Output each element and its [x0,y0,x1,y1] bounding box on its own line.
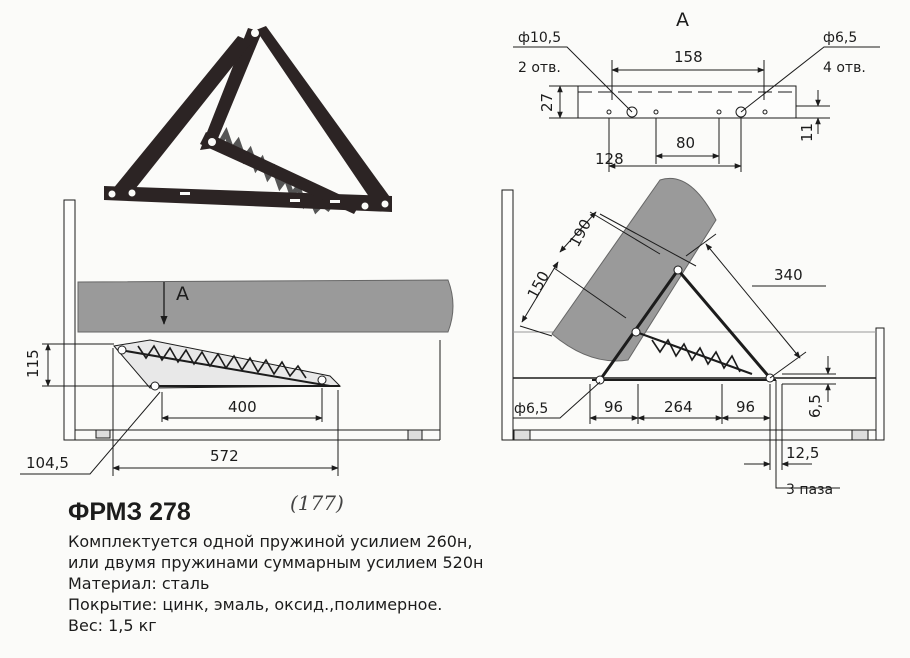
dim-128: 128 [595,150,624,168]
dim-11: 11 [798,123,816,142]
spec-line-coating: Покрытие: цинк, эмаль, оксид.,полимерное… [68,595,443,614]
mattress-raised [551,177,717,362]
spec-line-spring-double: или двумя пружинами суммарным усилием 52… [68,553,484,572]
arrow-label-a: A [176,283,189,305]
large-hole-count: 2 отв. [518,60,561,76]
dim-572: 572 [210,447,239,465]
dim-104-5: 104,5 [26,454,69,472]
dim-6-5: 6,5 [806,394,824,418]
large-hole [626,106,638,118]
view-a: A [513,9,880,172]
spec-line-weight: Вес: 1,5 кг [68,616,157,635]
large-hole [735,106,747,118]
spec-line-spring-single: Комплектуется одной пружиной усилием 260… [68,532,473,551]
headboard-open [501,189,514,441]
dim-115: 115 [24,349,42,378]
side-view-open [501,177,885,489]
mechanism-folded [113,339,342,391]
side-view-closed-text: A 115 400 572 104,5 [24,283,257,472]
product-caption: ФРМЗ 278 Комплектуется одной пружиной ус… [68,498,668,636]
hole-diameter-open: ф6,5 [514,401,548,417]
side-view-closed [20,199,454,476]
view-a-text: ф10,5 2 отв. ф6,5 4 отв. 158 80 128 27 1… [518,30,866,168]
handwritten-note: (177) [290,491,344,515]
dim-264: 264 [664,398,693,416]
spec-line-material: Материал: сталь [68,574,210,593]
small-hole-count: 4 отв. [823,60,866,76]
side-view-open-text: 190 150 340 ф6,5 96 264 96 6,5 12,5 3 па… [514,216,833,498]
dim-27: 27 [538,93,556,112]
view-a-title: A [676,9,689,31]
dim-80: 80 [676,134,695,152]
dim-340: 340 [774,266,803,284]
slot-count: 3 паза [786,482,833,498]
dim-150: 150 [524,268,553,302]
dim-400: 400 [228,398,257,416]
view-a-plate [577,85,797,119]
product-title: ФРМЗ 278 [68,498,191,526]
small-hole-diameter: ф6,5 [823,30,857,46]
dim-158: 158 [674,48,703,66]
dim-190: 190 [566,216,595,250]
dim-96-right: 96 [736,398,755,416]
dim-96-left: 96 [604,398,623,416]
headboard [63,199,76,441]
large-hole-diameter: ф10,5 [518,30,561,46]
mechanism-illustration [104,26,392,215]
dim-12-5: 12,5 [786,444,819,462]
mattress [77,279,454,333]
